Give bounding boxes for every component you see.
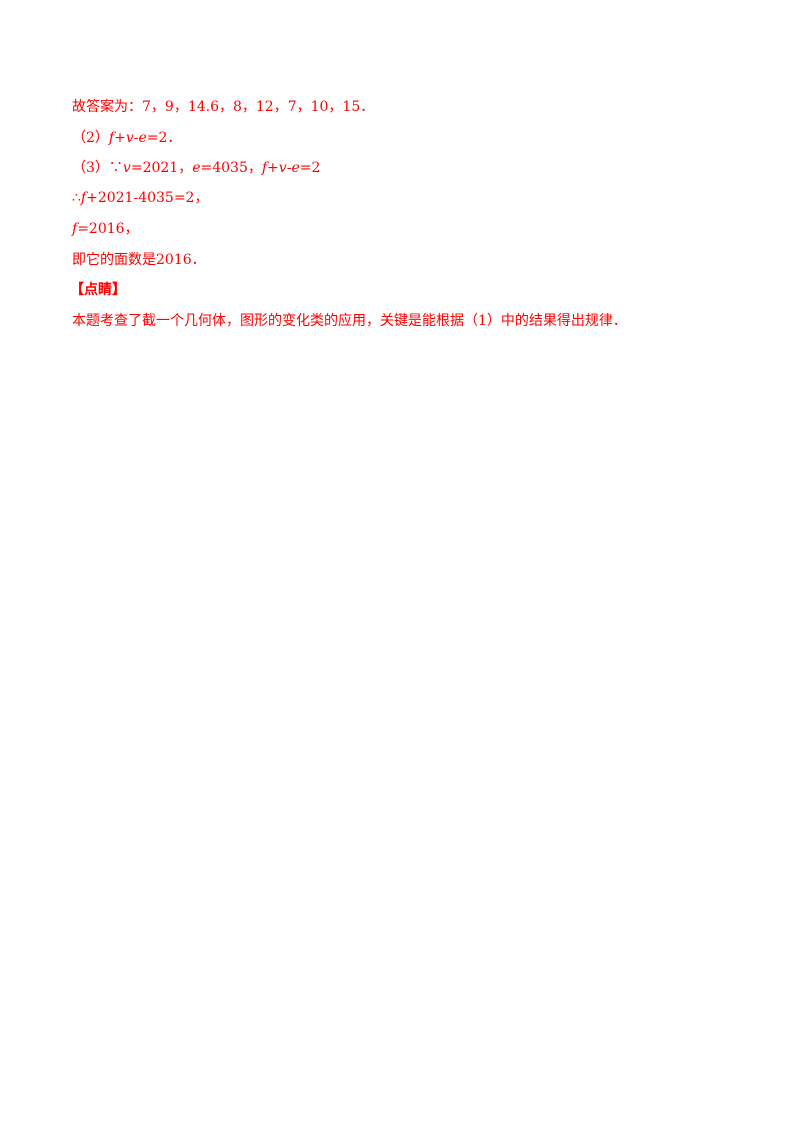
therefore-line: ∴f+2021-4035=2， [72, 189, 208, 207]
comment-body: 本题考查了截一个几何体，图形的变化类的应用，关键是能根据（1）中的结果得出规律． [72, 313, 627, 329]
var-e: e [138, 130, 147, 146]
var-f: f [72, 221, 78, 237]
comment-heading: 【点睛】 [70, 282, 126, 298]
v-value: =2021， [130, 160, 193, 176]
var-f: f [261, 160, 268, 176]
part2-prefix: （2） [72, 130, 109, 146]
part2-equation: （2）f+v-e=2． [72, 129, 181, 147]
op-plus: + [114, 130, 126, 146]
therefore-rest: +2021-4035=2， [86, 190, 209, 206]
e-value: =4035， [200, 160, 262, 176]
part3-givens: （3）∵v=2021，e=4035，f+v-e=2 [72, 159, 320, 177]
part2-rest: =2． [146, 130, 182, 146]
var-v: v [125, 130, 134, 146]
part3-tail: =2 [299, 160, 321, 176]
var-f: f [80, 190, 87, 206]
result-line: f=2016， [72, 220, 139, 238]
var-f: f [108, 130, 115, 146]
op-plus: + [267, 160, 279, 176]
therefore-symbol: ∴ [72, 190, 81, 206]
var-v: v [122, 160, 131, 176]
answer-line: 故答案为：7，9，14.6，8，12，7，10，15． [72, 99, 375, 115]
conclusion-line: 即它的面数是2016． [72, 252, 206, 268]
op-minus: - [286, 160, 292, 176]
result-rest: =2016， [77, 221, 139, 237]
var-e: e [192, 160, 201, 176]
var-e: e [291, 160, 300, 176]
var-v: v [278, 160, 287, 176]
part3-prefix: （3）∵ [72, 160, 123, 176]
op-minus: - [133, 130, 139, 146]
